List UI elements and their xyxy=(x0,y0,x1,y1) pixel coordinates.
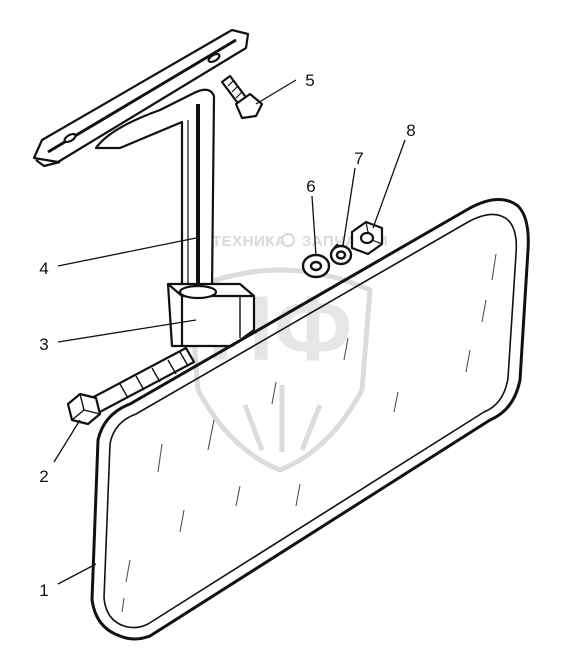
callout-number-2: 2 xyxy=(39,467,48,486)
callout-number-7: 7 xyxy=(354,149,363,168)
washer xyxy=(301,253,331,279)
mirror-frame-outer xyxy=(90,198,530,641)
mirror-frame-inner xyxy=(103,213,518,629)
watermark-shield xyxy=(187,267,373,473)
callout-number-8: 8 xyxy=(406,121,415,140)
mirror xyxy=(90,198,530,641)
callout-number-5: 5 xyxy=(305,71,314,90)
leader-line-8 xyxy=(372,139,406,229)
leader-line-4 xyxy=(57,237,197,267)
watermark-left-text: ТЕХНИКА xyxy=(212,233,286,250)
mirror-glass-shading xyxy=(121,253,497,613)
screw xyxy=(220,74,264,120)
leader-line-7 xyxy=(342,167,356,247)
leader-line-6 xyxy=(311,195,317,257)
leader-line-5 xyxy=(255,79,297,105)
callouts: 1 2 3 4 5 6 7 8 xyxy=(39,71,415,600)
mirror-holder xyxy=(32,28,250,292)
callout-number-3: 3 xyxy=(39,335,48,354)
leader-line-3 xyxy=(57,319,197,343)
leader-line-1 xyxy=(57,563,97,585)
screw-head xyxy=(234,92,264,120)
leader-line-2 xyxy=(53,419,81,463)
callout-number-4: 4 xyxy=(39,259,48,278)
callout-number-1: 1 xyxy=(39,581,48,600)
watermark-bolts xyxy=(242,385,323,452)
callout-number-6: 6 xyxy=(306,177,315,196)
bolt xyxy=(66,346,196,426)
clamp-bracket xyxy=(166,282,256,348)
gear-icon xyxy=(281,233,295,247)
nut xyxy=(350,220,384,256)
spring-washer xyxy=(329,243,353,266)
leader-lines xyxy=(53,79,406,585)
